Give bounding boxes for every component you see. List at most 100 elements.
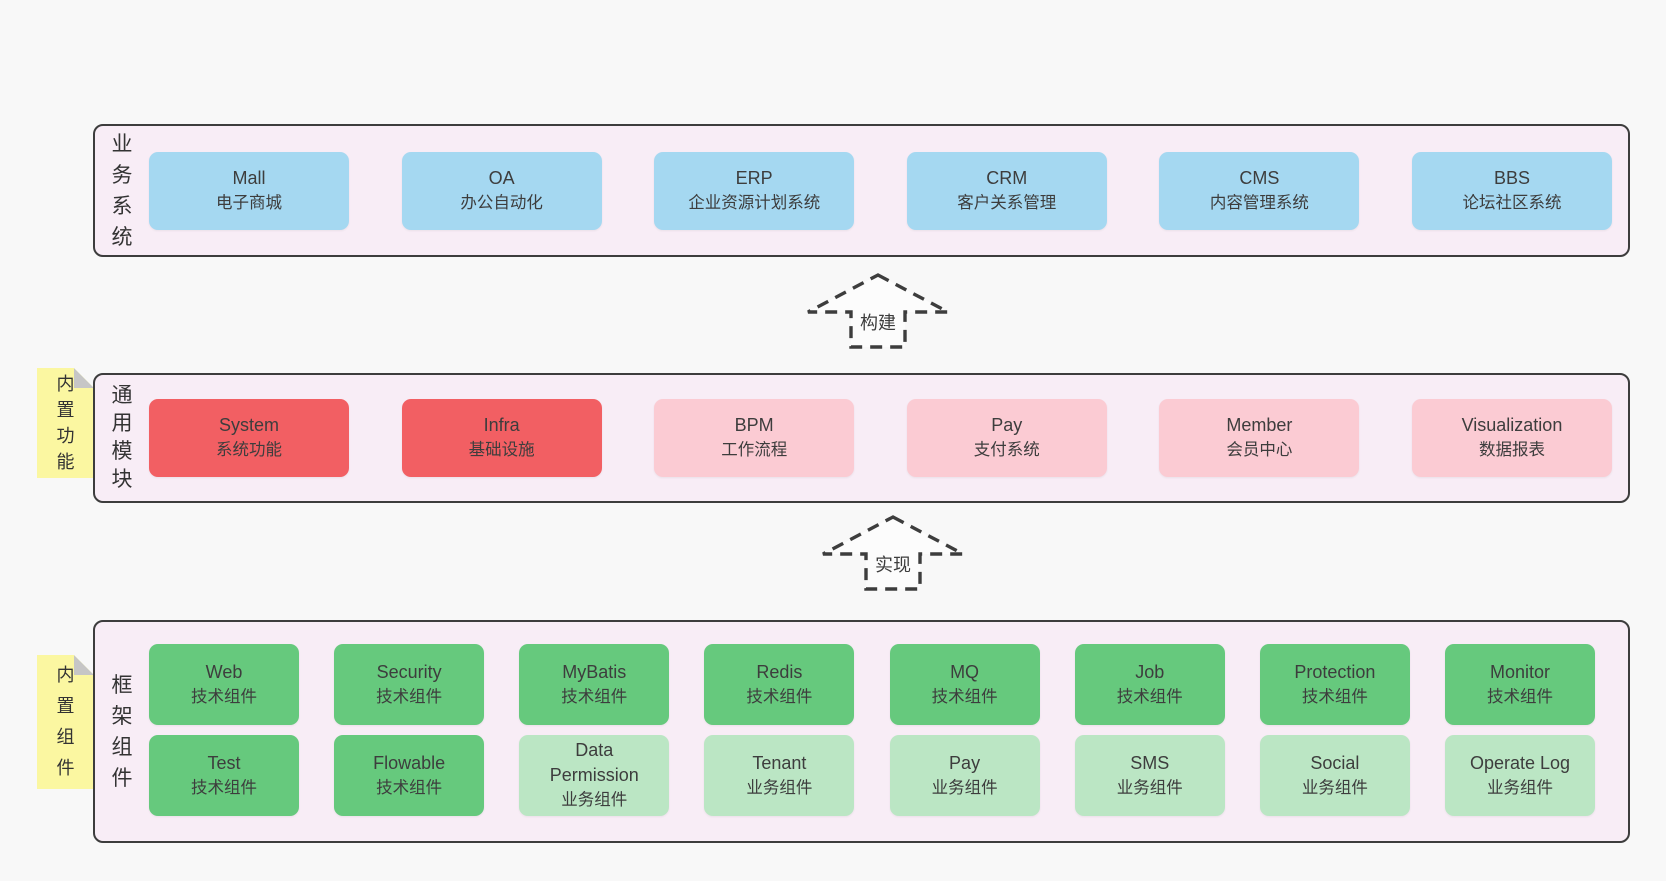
box-desc: 技术组件 [376, 687, 443, 706]
note-text: 内置组件 [56, 665, 75, 778]
diagram-box: Test 技术组件 [149, 735, 299, 816]
box-name: Tenant [752, 752, 807, 773]
components-row-2: Test 技术组件 Flowable 技术组件 Data Permission … [149, 730, 1595, 821]
box-name: CMS [1239, 167, 1280, 188]
box-name: MyBatis [562, 661, 627, 682]
box-desc: 技术组件 [191, 687, 257, 706]
box-name: Visualization [1461, 415, 1563, 435]
box-desc: 论坛社区系统 [1462, 193, 1562, 212]
panel-label-text: 框架组件 [111, 673, 133, 790]
box-desc: 会员中心 [1226, 441, 1293, 459]
box-desc: 技术组件 [746, 687, 813, 706]
box-desc: 技术组件 [376, 778, 443, 797]
box-desc: 电子商城 [216, 193, 282, 212]
sticky-note-builtin-components: 内置组件 [37, 655, 94, 789]
box-desc: 客户关系管理 [957, 193, 1057, 212]
note-text: 内置功能 [56, 374, 75, 472]
diagram-box: Security 技术组件 [334, 644, 485, 725]
box-name: Infra [483, 415, 520, 435]
diagram-box: OA 办公自动化 [401, 151, 602, 230]
diagram-box: BBS 论坛社区系统 [1411, 151, 1612, 230]
diagram-box: Tenant 业务组件 [704, 735, 855, 816]
box-name: BPM [734, 415, 774, 435]
up-arrow-icon [822, 515, 964, 591]
box-name: Security [376, 661, 442, 682]
diagram-box: MQ 技术组件 [889, 644, 1040, 725]
box-name: System [218, 415, 279, 435]
box-desc: 技术组件 [191, 778, 257, 797]
box-desc: 内容管理系统 [1209, 193, 1309, 212]
box-desc: 基础设施 [468, 441, 535, 459]
diagram-box: Data Permission 业务组件 [519, 735, 670, 816]
box-name: MQ [950, 661, 980, 682]
box-name: Flowable [373, 752, 446, 773]
diagram-box: Web 技术组件 [149, 644, 299, 725]
diagram-box: ERP 企业资源计划系统 [654, 151, 855, 230]
box-name: Pay [991, 415, 1023, 435]
sticky-note-builtin-features: 内置功能 [37, 368, 94, 478]
box-desc: 业务组件 [931, 778, 998, 797]
diagram-box: CRM 客户关系管理 [906, 151, 1107, 230]
components-row-1: Web 技术组件 Security 技术组件 MyBatis 技术组件 Redi… [149, 639, 1595, 730]
diagram-box: Monitor 技术组件 [1444, 644, 1595, 725]
diagram-box: Redis 技术组件 [704, 644, 855, 725]
box-desc: 工作流程 [721, 441, 788, 459]
box-name: Member [1226, 415, 1293, 435]
box-name: CRM [986, 167, 1028, 188]
diagram-box: BPM 工作流程 [654, 399, 855, 477]
implement-arrow: 实现 [813, 513, 973, 593]
box-desc: 支付系统 [973, 441, 1040, 459]
business-systems-panel: 业务系统 Mall 电子商城 OA 办公自动化 ERP 企业资源计划系统 CRM… [93, 124, 1630, 257]
panel-label-text: 业务系统 [111, 132, 133, 249]
folded-corner-icon [74, 368, 94, 388]
build-arrow-label: 构建 [857, 312, 899, 334]
components-rows: Web 技术组件 Security 技术组件 MyBatis 技术组件 Redi… [149, 622, 1628, 841]
box-name: Mall [232, 167, 266, 188]
box-name: Monitor [1489, 661, 1550, 682]
diagram-box: Infra 基础设施 [401, 399, 602, 477]
box-desc: 业务组件 [746, 778, 813, 797]
box-desc: 业务组件 [1486, 778, 1553, 797]
modules-boxes-row: System 系统功能 Infra 基础设施 BPM 工作流程 Pay 支付系统… [149, 375, 1628, 501]
build-arrow: 构建 [798, 271, 958, 351]
box-name: BBS [1493, 167, 1530, 188]
box-desc: 企业资源计划系统 [688, 193, 821, 212]
diagram-box: Pay 业务组件 [889, 735, 1040, 816]
box-name: Data Permission [549, 740, 639, 785]
diagram-box: Protection 技术组件 [1259, 644, 1410, 725]
box-desc: 技术组件 [1301, 687, 1368, 706]
box-desc: 技术组件 [561, 687, 628, 706]
box-name: Web [205, 661, 243, 682]
box-desc: 技术组件 [1486, 687, 1553, 706]
folded-corner-icon [74, 655, 94, 675]
diagram-box: SMS 业务组件 [1074, 735, 1225, 816]
box-desc: 技术组件 [931, 687, 998, 706]
diagram-box: CMS 内容管理系统 [1159, 151, 1360, 230]
diagram-box: Pay 支付系统 [906, 399, 1107, 477]
panel-label-components: 框架组件 [95, 622, 149, 841]
box-name: Pay [949, 752, 981, 773]
box-name: Operate Log [1469, 752, 1571, 773]
box-desc: 业务组件 [1116, 778, 1183, 797]
diagram-box: Visualization 数据报表 [1411, 399, 1612, 477]
diagram-box: Operate Log 业务组件 [1444, 735, 1595, 816]
box-name: SMS [1130, 752, 1170, 773]
box-name: Social [1310, 752, 1360, 773]
diagram-box: Flowable 技术组件 [334, 735, 485, 816]
diagram-box: MyBatis 技术组件 [519, 644, 670, 725]
panel-label-business: 业务系统 [95, 126, 149, 255]
diagram-box: System 系统功能 [149, 399, 349, 477]
diagram-box: Member 会员中心 [1159, 399, 1360, 477]
box-desc: 技术组件 [1116, 687, 1183, 706]
box-desc: 数据报表 [1478, 441, 1545, 459]
panel-label-text: 通用模块 [111, 384, 133, 491]
panel-label-modules: 通用模块 [95, 375, 149, 501]
box-desc: 业务组件 [1301, 778, 1368, 797]
up-arrow-icon [807, 273, 949, 349]
diagram-box: Social 业务组件 [1259, 735, 1410, 816]
box-name: Test [207, 752, 241, 773]
common-modules-panel: 通用模块 System 系统功能 Infra 基础设施 BPM 工作流程 Pay… [93, 373, 1630, 503]
box-name: Job [1135, 661, 1165, 682]
box-name: Redis [756, 661, 803, 682]
